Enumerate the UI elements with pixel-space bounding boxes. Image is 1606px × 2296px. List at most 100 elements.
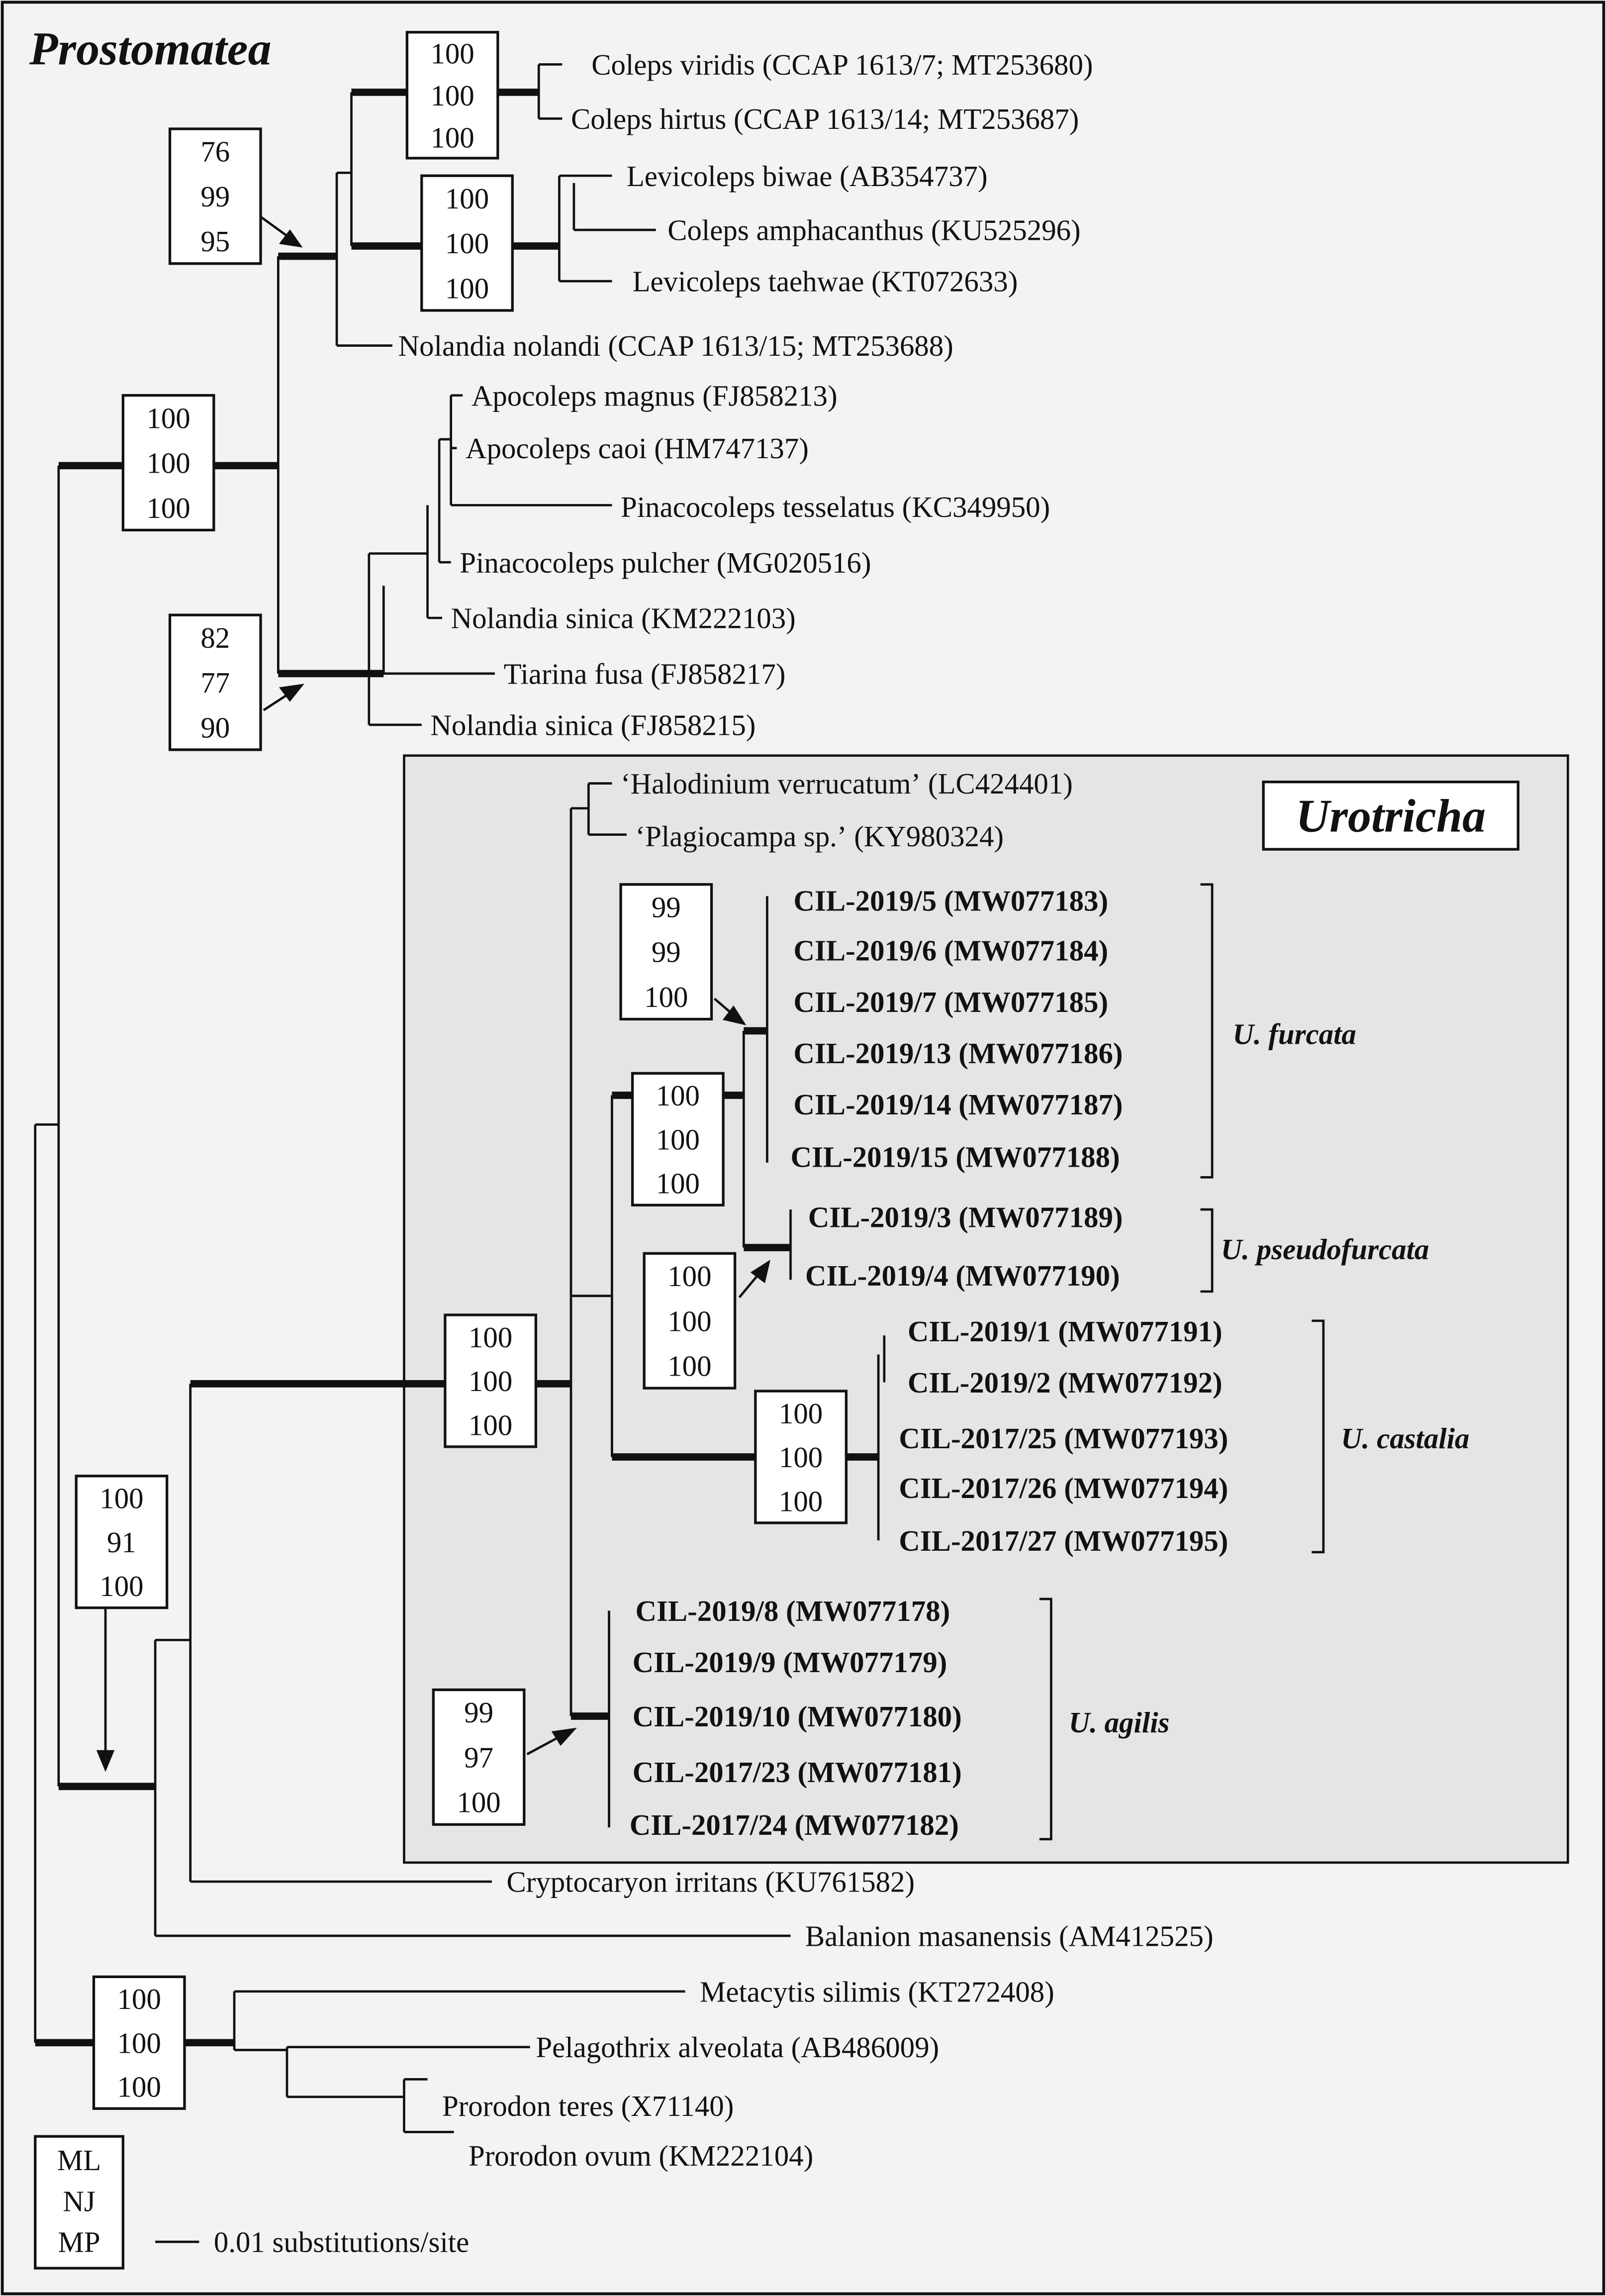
strain-label: CIL-2019/2 (MW077192): [908, 1367, 1223, 1399]
taxon-label: Cryptocaryon irritans (KU761582): [506, 1866, 915, 1898]
support-values-box: 100 100 100: [405, 31, 499, 160]
strain-label: CIL-2019/8 (MW077178): [635, 1595, 950, 1627]
species-group-label: U. castalia: [1341, 1422, 1469, 1455]
taxon-label: Apocoleps caoi (HM747137): [466, 432, 809, 465]
taxon-label: Nolandia nolandi (CCAP 1613/15; MT253688…: [398, 330, 953, 362]
support-ml: 99: [652, 891, 681, 923]
support-nj: 91: [107, 1526, 136, 1559]
support-ml: 76: [200, 136, 230, 168]
support-nj: 100: [469, 1365, 512, 1398]
support-mp: 100: [99, 1570, 143, 1602]
support-nj: 100: [656, 1123, 700, 1156]
strain-label: CIL-2019/4 (MW077190): [805, 1260, 1120, 1292]
support-ml: 100: [779, 1398, 823, 1430]
support-values-box: 100 100 100: [643, 1252, 737, 1390]
strain-label: CIL-2019/14 (MW077187): [793, 1089, 1123, 1121]
support-nj: 100: [667, 1305, 711, 1337]
support-mp: 100: [457, 1787, 500, 1819]
support-values-box: 100 100 100: [121, 394, 215, 532]
taxon-label: Apocoleps magnus (FJ858213): [472, 380, 838, 412]
taxon-label: Metacytis silimis (KT272408): [700, 1976, 1054, 2008]
support-nj: 99: [652, 936, 681, 969]
taxon-label: Levicoleps biwae (AB354737): [627, 160, 988, 193]
support-ml: 100: [99, 1483, 143, 1515]
support-ml: 100: [445, 183, 489, 215]
support-ml: 100: [656, 1080, 700, 1112]
support-mp: 95: [200, 225, 230, 258]
strain-label: CIL-2019/9 (MW077179): [633, 1646, 947, 1679]
legend-box: [34, 2135, 125, 2270]
taxon-label: Balanion masanensis (AM412525): [805, 1920, 1214, 1953]
support-nj: 99: [200, 181, 230, 213]
support-nj: 100: [430, 80, 474, 112]
strain-label: CIL-2019/1 (MW077191): [908, 1315, 1223, 1348]
support-values-box: 99 97 100: [432, 1688, 526, 1826]
taxon-label: Prorodon ovum (KM222104): [469, 2140, 813, 2172]
taxon-label: ‘Plagiocampa sp.’ (KY980324): [635, 820, 1004, 853]
legend-nj: NJ: [63, 2185, 95, 2217]
urotricha-title: Urotricha: [1296, 791, 1486, 842]
taxon-label: Levicoleps taehwae (KT072633): [633, 266, 1018, 298]
taxon-label: Nolandia sinica (FJ858215): [430, 709, 756, 742]
support-values-box: 100 100 100: [92, 1975, 186, 2110]
taxon-label: Coleps hirtus (CCAP 1613/14; MT253687): [571, 103, 1079, 135]
strain-label: CIL-2019/15 (MW077188): [790, 1141, 1120, 1174]
support-mp: 100: [469, 1409, 512, 1441]
support-mp: 90: [200, 711, 230, 744]
species-group-label: U. furcata: [1232, 1018, 1356, 1051]
support-mp: 100: [430, 121, 474, 154]
support-mp: 100: [445, 272, 489, 304]
taxon-label: Tiarina fusa (FJ858217): [504, 658, 786, 690]
taxon-label: ‘Halodinium verrucatum’ (LC424401): [621, 768, 1073, 800]
strain-label: CIL-2017/24 (MW077182): [630, 1809, 959, 1841]
strain-label: CIL-2019/6 (MW077184): [793, 935, 1108, 967]
support-mp: 100: [656, 1168, 700, 1200]
taxon-label: Pinacocoleps pulcher (MG020516): [460, 547, 871, 579]
prostomatea-title: Prostomatea: [29, 23, 272, 75]
support-ml: 100: [430, 38, 474, 70]
taxon-label: Pinacocoleps tesselatus (KC349950): [621, 491, 1050, 523]
support-values-box: 76 99 95: [168, 127, 262, 265]
support-ml: 100: [117, 1983, 161, 2015]
support-values-box: 100 100 100: [420, 174, 514, 312]
strain-label: CIL-2019/10 (MW077180): [633, 1700, 962, 1733]
taxon-label: Prorodon teres (X71140): [442, 2090, 734, 2122]
support-ml: 100: [146, 402, 190, 434]
support-mp: 100: [779, 1485, 823, 1517]
support-ml: 99: [464, 1697, 493, 1729]
strain-label: CIL-2019/7 (MW077185): [793, 986, 1108, 1018]
strain-label: CIL-2017/23 (MW077181): [633, 1756, 962, 1789]
taxon-label: Coleps viridis (CCAP 1613/7; MT253680): [591, 49, 1093, 81]
support-nj: 77: [200, 667, 230, 699]
support-values-box: 100 100 100: [631, 1072, 725, 1206]
support-mp: 100: [117, 2071, 161, 2103]
support-nj: 97: [464, 1741, 493, 1774]
legend-mp: MP: [58, 2226, 100, 2259]
support-mp: 100: [644, 981, 688, 1013]
urotricha-clade-box: [403, 754, 1569, 1864]
strain-label: CIL-2017/26 (MW077194): [899, 1472, 1228, 1504]
support-values-box: 100 100 100: [754, 1390, 848, 1524]
strain-label: CIL-2019/3 (MW077189): [808, 1201, 1123, 1233]
support-values-box: 99 99 100: [619, 883, 713, 1021]
strain-label: CIL-2019/13 (MW077186): [793, 1037, 1123, 1070]
strain-label: CIL-2019/5 (MW077183): [793, 885, 1108, 917]
support-nj: 100: [117, 2027, 161, 2059]
support-nj: 100: [779, 1441, 823, 1474]
support-nj: 100: [146, 447, 190, 480]
taxon-label: Pelagothrix alveolata (AB486009): [536, 2031, 939, 2064]
taxon-label: Nolandia sinica (KM222103): [451, 602, 796, 635]
support-mp: 100: [146, 492, 190, 524]
support-nj: 100: [445, 227, 489, 260]
taxon-label: Coleps amphacanthus (KU525296): [667, 214, 1080, 247]
legend-ml: ML: [57, 2144, 101, 2177]
support-mp: 100: [667, 1350, 711, 1383]
scale-label: 0.01 substitutions/site: [214, 2226, 469, 2259]
support-ml: 100: [667, 1260, 711, 1293]
strain-label: CIL-2017/27 (MW077195): [899, 1525, 1228, 1557]
support-ml: 100: [469, 1321, 512, 1354]
urotricha-title-box: [1262, 781, 1519, 851]
support-values-box: 100 100 100: [444, 1313, 538, 1448]
